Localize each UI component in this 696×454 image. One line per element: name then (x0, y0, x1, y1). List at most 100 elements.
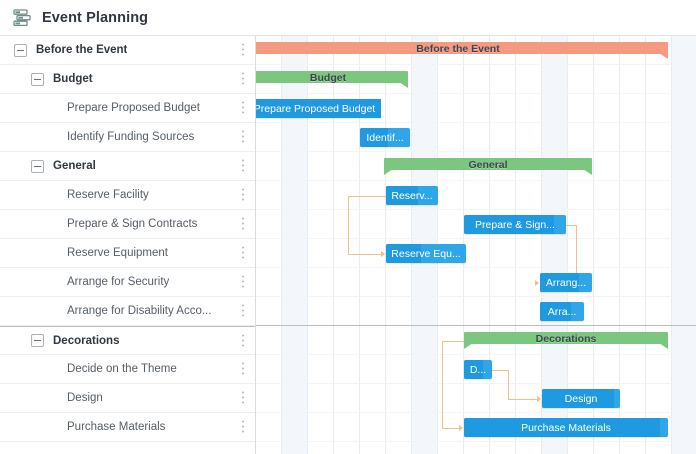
summary-bar[interactable]: Budget (256, 71, 408, 88)
timeline-column (646, 36, 672, 454)
timeline-row-line (256, 151, 696, 152)
gantt-layers-icon (13, 8, 31, 26)
timeline-row-line (256, 412, 696, 413)
timeline-column (256, 36, 282, 454)
task-bar[interactable]: Prepare Proposed Budget (256, 99, 381, 118)
task-row-label: Reserve Equipment (67, 247, 168, 259)
task-bar[interactable]: Design (542, 389, 620, 408)
timeline-column (594, 36, 620, 454)
task-bar-label: Arrang... (545, 276, 587, 289)
task-bar-progress (360, 128, 388, 147)
summary-bar-label: Budget (309, 71, 347, 84)
task-row[interactable]: Reserve Facility (0, 181, 256, 210)
row-menu-handle-icon[interactable] (242, 188, 245, 202)
task-bar-label: Identif... (366, 131, 404, 144)
task-bar[interactable]: D... (464, 360, 492, 379)
link-prepare-sign-to-arrange-security (576, 224, 577, 283)
collapse-toggle-icon[interactable] (14, 43, 27, 57)
task-bar[interactable]: Reserv... (386, 186, 438, 205)
task-bar[interactable]: Arrang... (540, 273, 592, 292)
task-bar-label: Reserve Equ... (391, 247, 461, 260)
row-menu-handle-icon[interactable] (242, 217, 245, 231)
collapse-toggle-icon[interactable] (31, 334, 44, 347)
row-menu-handle-icon[interactable] (242, 362, 245, 376)
grid-timeline-divider (255, 36, 256, 454)
summary-bar-cap-right (399, 82, 408, 88)
link-decide-theme-to-design (492, 369, 508, 371)
row-menu-handle-icon[interactable] (242, 130, 245, 144)
summary-bar[interactable]: Before the Event (256, 42, 668, 59)
dependency-arrow-icon (459, 424, 463, 431)
timeline-row-line (256, 238, 696, 239)
timeline-column (490, 36, 516, 454)
row-menu-handle-icon[interactable] (242, 275, 245, 289)
summary-bar-body (384, 158, 592, 170)
timeline-row-line (256, 180, 696, 181)
task-row[interactable]: Prepare & Sign Contracts (0, 210, 256, 239)
task-row-label: Prepare & Sign Contracts (67, 218, 198, 230)
task-bar[interactable]: Purchase Materials (464, 418, 668, 437)
timeline-column (334, 36, 360, 454)
link-decorations-to-purchase-materials (442, 340, 443, 428)
summary-bar[interactable]: General (384, 158, 592, 175)
row-menu-handle-icon[interactable] (242, 391, 245, 405)
task-row[interactable]: Prepare Proposed Budget (0, 94, 256, 123)
timeline-row-line (256, 209, 696, 210)
task-row[interactable]: General (0, 152, 256, 181)
row-menu-handle-icon[interactable] (242, 101, 245, 115)
task-bar-progress (386, 186, 419, 205)
task-bar[interactable]: Arra... (540, 302, 584, 321)
timeline-column (568, 36, 594, 454)
task-row[interactable]: Identify Funding Sources (0, 123, 256, 152)
task-bar-progress (386, 244, 422, 263)
task-row-label: Decorations (53, 334, 120, 347)
collapse-toggle-icon[interactable] (31, 72, 44, 86)
summary-bar-label: Before the Event (416, 42, 500, 55)
timeline-row-line (256, 325, 696, 326)
task-bar-label: Prepare & Sign... (475, 218, 555, 231)
timeline-row-line (256, 93, 696, 94)
summary-bar-cap-left (384, 169, 393, 175)
row-menu-handle-icon[interactable] (242, 420, 245, 434)
row-menu-handle-icon[interactable] (242, 246, 245, 260)
timeline-row-line (256, 267, 696, 268)
row-menu-handle-icon[interactable] (242, 334, 245, 347)
task-row[interactable]: Budget (0, 65, 256, 94)
task-bar[interactable]: Reserve Equ... (386, 244, 466, 263)
task-row[interactable]: Decorations (0, 326, 256, 355)
summary-bar-body (464, 332, 668, 344)
timeline-column (672, 36, 696, 454)
row-menu-handle-icon[interactable] (242, 304, 245, 318)
timeline-column (308, 36, 334, 454)
link-decide-theme-to-design (508, 398, 538, 400)
task-bar[interactable]: Prepare & Sign... (464, 215, 566, 234)
app-header: Event Planning (0, 0, 696, 36)
task-row[interactable]: Before the Event (0, 36, 256, 65)
task-row[interactable]: Purchase Materials (0, 413, 256, 442)
task-bar-label: D... (469, 363, 487, 376)
dependency-arrow-icon (381, 250, 385, 257)
task-row-label: Design (67, 392, 103, 404)
task-row-label: Arrange for Disability Acco... (67, 305, 212, 317)
task-bar[interactable]: Identif... (360, 128, 410, 147)
link-reserve-facility-to-reserve-equipment (348, 253, 382, 255)
page-title: Event Planning (42, 9, 149, 26)
task-row[interactable]: Arrange for Security (0, 268, 256, 297)
task-bar-label: Reserv... (391, 189, 433, 202)
task-row[interactable]: Arrange for Disability Acco... (0, 297, 256, 326)
summary-bar-cap-right (659, 53, 668, 59)
row-menu-handle-icon[interactable] (242, 159, 245, 173)
timeline-row-line (256, 383, 696, 384)
task-row[interactable]: Reserve Equipment (0, 239, 256, 268)
summary-bar[interactable]: Decorations (464, 332, 668, 349)
row-menu-handle-icon[interactable] (242, 72, 245, 86)
row-menu-handle-icon[interactable] (242, 43, 245, 57)
task-row[interactable]: Decide on the Theme (0, 355, 256, 384)
summary-bar-cap-right (583, 169, 592, 175)
task-bar-label: Purchase Materials (521, 421, 611, 434)
task-row[interactable]: Design (0, 384, 256, 413)
collapse-toggle-icon[interactable] (31, 159, 44, 173)
timeline-row-line (256, 296, 696, 297)
